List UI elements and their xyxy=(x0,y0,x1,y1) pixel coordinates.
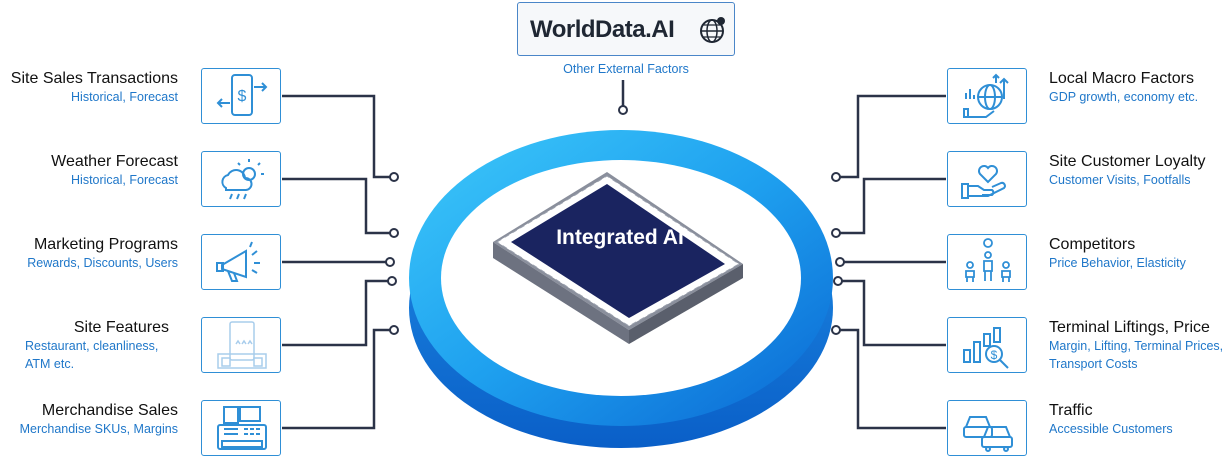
marketing-programs-label: Marketing Programs Rewards, Discounts, U… xyxy=(27,236,178,270)
megaphone-icon xyxy=(201,234,281,290)
connector-node xyxy=(831,325,841,335)
cash-register-icon xyxy=(201,400,281,456)
integrated-ai-ring xyxy=(409,130,833,448)
external-factors-label: Other External Factors xyxy=(563,62,689,76)
terminal-liftings-label: Terminal Liftings, Price Margin, Lifting… xyxy=(1049,319,1224,371)
cars-traffic-icon xyxy=(947,400,1027,456)
competitors-icon xyxy=(947,234,1027,290)
store-features-icon xyxy=(201,317,281,373)
connector-node xyxy=(833,276,843,286)
merchandise-sales-label: Merchandise Sales Merchandise SKUs, Marg… xyxy=(19,402,178,436)
worlddata-logo-box[interactable]: WorldData.AI xyxy=(517,2,735,56)
chip-icon xyxy=(493,172,743,344)
connector-node xyxy=(389,325,399,335)
globe-icon xyxy=(700,17,725,43)
price-analysis-icon: $ xyxy=(947,317,1027,373)
connector-node xyxy=(835,257,845,267)
connector-node xyxy=(389,228,399,238)
weather-forecast-label: Weather Forecast Historical, Forecast xyxy=(51,153,178,187)
competitors-label: Competitors Price Behavior, Elasticity xyxy=(1049,236,1186,270)
globe-growth-icon xyxy=(947,68,1027,124)
site-customer-loyalty-label: Site Customer Loyalty Customer Visits, F… xyxy=(1049,153,1206,187)
site-sales-transactions-label: Site Sales Transactions Historical, Fore… xyxy=(10,70,178,104)
connector-node xyxy=(618,105,628,115)
logo-text: WorldData.AI xyxy=(530,16,675,43)
connector-node xyxy=(831,172,841,182)
site-features-label: Site Features Restaurant, cleanliness, A… xyxy=(25,319,169,371)
connector-node xyxy=(385,257,395,267)
connector-node xyxy=(387,276,397,286)
traffic-label: Traffic Accessible Customers xyxy=(1049,402,1173,436)
heart-hand-icon xyxy=(947,151,1027,207)
connector-node xyxy=(831,228,841,238)
svg-text:$: $ xyxy=(238,88,247,105)
center-label: Integrated AI xyxy=(556,226,684,249)
svg-text:$: $ xyxy=(991,348,998,362)
local-macro-factors-label: Local Macro Factors GDP growth, economy … xyxy=(1049,70,1199,104)
mobile-payment-icon: $ xyxy=(201,68,281,124)
connector-node xyxy=(389,172,399,182)
weather-cloud-icon xyxy=(201,151,281,207)
